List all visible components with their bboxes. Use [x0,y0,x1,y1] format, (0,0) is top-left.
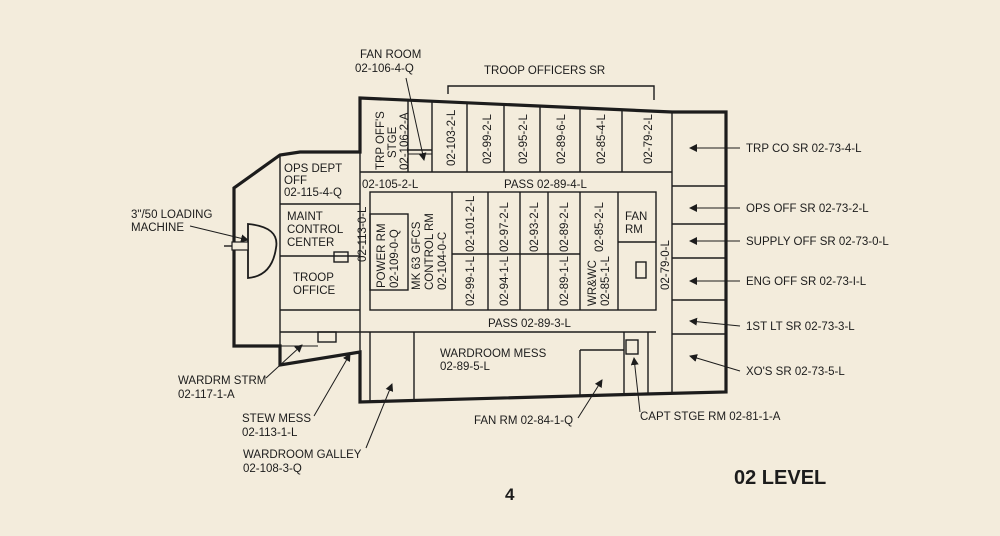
svg-text:FAN: FAN [625,211,647,223]
svg-text:MACHINE: MACHINE [131,222,184,234]
svg-text:RM: RM [625,224,643,236]
svg-text:CONTROL: CONTROL [287,224,344,236]
svg-text:POWER RM: POWER RM [376,223,388,288]
svg-text:WR&WC: WR&WC [587,260,599,306]
svg-text:02-99-1-L: 02-99-1-L [465,256,477,306]
svg-text:ENG OFF SR 02-73-I-L: ENG OFF SR 02-73-I-L [746,276,867,288]
svg-text:02-89-5-L: 02-89-5-L [440,361,490,373]
svg-text:XO'S SR 02-73-5-L: XO'S SR 02-73-5-L [746,366,845,378]
svg-text:WARDROOM GALLEY: WARDROOM GALLEY [243,449,362,461]
svg-text:02-93-2-L: 02-93-2-L [529,202,541,252]
svg-text:02-99-2-L: 02-99-2-L [482,114,494,164]
svg-text:PASS 02-89-4-L: PASS 02-89-4-L [504,179,587,191]
svg-text:02-89-6-L: 02-89-6-L [556,114,568,164]
left-compartment-walls [279,152,361,352]
wardroom-mess-label: WARDROOM MESS 02-89-5-L [440,348,547,373]
svg-text:02-101-2-L: 02-101-2-L [465,195,477,252]
svg-text:STEW MESS: STEW MESS [242,413,311,425]
svg-text:02-94-1-L: 02-94-1-L [499,256,511,306]
capt-stge-label: CAPT STGE RM 02-81-1-A [630,357,781,423]
svg-text:TRP OFF'S: TRP OFF'S [375,111,387,170]
wardroom-galley-label: WARDROOM GALLEY 02-108-3-Q [243,383,394,475]
svg-text:MAINT: MAINT [287,211,323,223]
svg-text:02-97-2-L: 02-97-2-L [499,202,511,252]
upper-room-labels: 02-103-2-L 02-99-2-L 02-95-2-L 02-89-6-L… [446,109,655,166]
svg-text:FAN ROOM: FAN ROOM [360,49,421,61]
gun-mount-icon [224,223,278,279]
svg-text:1ST LT SR 02-73-3-L: 1ST LT SR 02-73-3-L [746,321,855,333]
right-side-labels: TRP CO SR 02-73-4-L OPS OFF SR 02-73-2-L… [689,143,889,378]
trp-offs-stge-label: TRP OFF'S STGE 02-106-2-A [375,111,411,170]
svg-text:STGE: STGE [387,126,399,158]
pass-labels: 02-105-2-L PASS 02-89-4-L PASS 02-89-3-L… [357,179,672,330]
svg-text:02-113-1-L: 02-113-1-L [242,427,298,439]
wardrm-strm-label: WARDRM STRM 02-117-1-A [178,344,303,401]
ops-dept-off-label: OPS DEPT OFF 02-115-4-Q [284,163,342,199]
svg-text:TROOP OFFICERS SR: TROOP OFFICERS SR [484,65,605,77]
svg-text:OFFICE: OFFICE [293,285,335,297]
svg-text:WARDROOM MESS: WARDROOM MESS [440,348,547,360]
svg-text:02-113-0-L: 02-113-0-L [357,206,369,262]
svg-text:OPS OFF SR 02-73-2-L: OPS OFF SR 02-73-2-L [746,203,869,215]
level-title: 02 LEVEL [734,467,826,489]
svg-text:CENTER: CENTER [287,237,334,249]
wr-wc-label: WR&WC 02-85-1-L [587,256,612,306]
svg-text:WARDRM STRM: WARDRM STRM [178,375,266,387]
inner-top-room-labels: 02-101-2-L 02-97-2-L 02-93-2-L 02-89-2-L… [465,195,606,252]
svg-text:02-85-1-L: 02-85-1-L [600,256,612,306]
gfcs-label: MK 63 GFCS CONTROL RM 02-104-0-C [411,213,449,290]
svg-text:CONTROL RM: CONTROL RM [424,213,436,290]
svg-text:02-104-0-C: 02-104-0-C [437,232,449,290]
svg-text:02-106-4-Q: 02-106-4-Q [355,63,414,75]
svg-text:FAN RM 02-84-1-Q: FAN RM 02-84-1-Q [474,415,573,427]
svg-text:02-109-0-Q: 02-109-0-Q [389,229,401,288]
svg-text:02-105-2-L: 02-105-2-L [362,179,419,191]
svg-text:OPS DEPT: OPS DEPT [284,163,342,175]
inner-block-walls [333,191,657,311]
svg-text:OFF: OFF [284,175,307,187]
right-column-walls [672,185,726,335]
lower-area-walls [280,331,656,401]
svg-text:SUPPLY OFF SR 02-73-0-L: SUPPLY OFF SR 02-73-0-L [746,236,889,248]
svg-text:PASS 02-89-3-L: PASS 02-89-3-L [488,318,571,330]
svg-text:CAPT STGE RM 02-81-1-A: CAPT STGE RM 02-81-1-A [640,411,781,423]
svg-text:02-85-2-L: 02-85-2-L [594,202,606,252]
svg-text:MK 63 GFCS: MK 63 GFCS [411,221,423,290]
fan-room-top-label: FAN ROOM 02-106-4-Q [355,49,427,161]
power-rm-label: POWER RM 02-109-0-Q [376,223,401,288]
svg-text:02-79-0-L: 02-79-0-L [660,240,672,290]
svg-text:02-115-4-Q: 02-115-4-Q [284,187,342,199]
troop-officers-label: TROOP OFFICERS SR [447,65,655,100]
svg-text:02-117-1-A: 02-117-1-A [178,389,235,401]
svg-text:TROOP: TROOP [293,272,334,284]
svg-text:02-89-2-L: 02-89-2-L [559,202,571,252]
fan-rm-inner-label: FAN RM [625,211,647,236]
fan-rm-bottom-label: FAN RM 02-84-1-Q [474,379,603,427]
svg-text:02-89-1-L: 02-89-1-L [559,256,571,306]
inner-bottom-room-labels: 02-99-1-L 02-94-1-L 02-89-1-L [465,256,571,306]
stew-mess-label: STEW MESS 02-113-1-L [242,353,351,439]
svg-text:3"/50 LOADING: 3"/50 LOADING [131,209,212,221]
svg-text:02-85-4-L: 02-85-4-L [596,114,608,164]
svg-text:TRP CO SR 02-73-4-L: TRP CO SR 02-73-4-L [746,143,862,155]
svg-text:02-103-2-L: 02-103-2-L [446,109,458,166]
loading-machine-label: 3"/50 LOADING MACHINE [131,209,249,243]
svg-text:02-106-2-A: 02-106-2-A [399,112,411,170]
svg-text:02-79-2-L: 02-79-2-L [643,114,655,164]
svg-text:02-108-3-Q: 02-108-3-Q [243,463,302,475]
maint-control-label: MAINT CONTROL CENTER [287,211,344,249]
svg-text:02-95-2-L: 02-95-2-L [518,114,530,164]
page-number: 4 [505,485,515,504]
troop-office-label: TROOP OFFICE [293,272,335,297]
